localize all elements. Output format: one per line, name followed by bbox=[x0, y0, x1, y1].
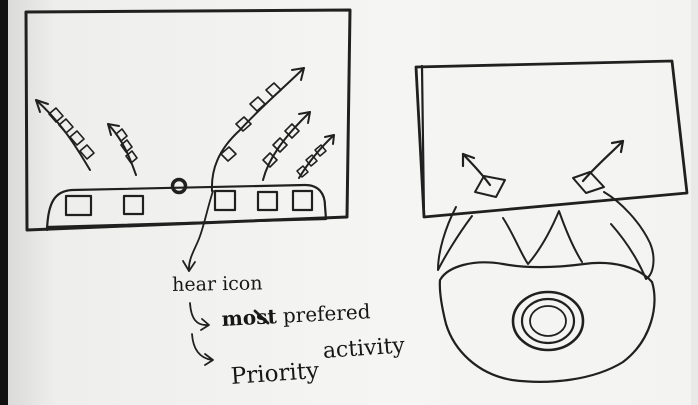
activity-slot-1 bbox=[66, 196, 91, 215]
hear-icon-pointer bbox=[189, 191, 213, 271]
activity-arrow-5 bbox=[297, 135, 334, 178]
left-gesture-arrow bbox=[463, 154, 490, 185]
note-preferred-word: prefered bbox=[276, 299, 371, 328]
note-hear-icon: hear icon bbox=[172, 272, 263, 296]
activity-arrow-3 bbox=[212, 68, 304, 191]
activity-slot-3 bbox=[215, 191, 235, 210]
activity-arrow-1 bbox=[36, 100, 94, 170]
activity-arrow-2 bbox=[108, 124, 137, 175]
activity-slot-2 bbox=[124, 196, 143, 214]
right-gesture-arrow bbox=[583, 141, 623, 181]
activity-slot-5 bbox=[293, 191, 312, 210]
torso-collar bbox=[503, 211, 582, 264]
head-top bbox=[513, 292, 583, 350]
activity-slot-4 bbox=[258, 192, 277, 210]
tabletop-screen bbox=[416, 61, 687, 217]
head-center bbox=[530, 306, 566, 336]
right-arm bbox=[604, 192, 653, 279]
note-most-word: most bbox=[221, 304, 277, 331]
shoulders bbox=[440, 262, 655, 381]
user-table-sketch bbox=[416, 61, 687, 382]
activity-bar bbox=[47, 185, 326, 230]
hear-icon bbox=[173, 180, 186, 193]
activity-arrow-4 bbox=[263, 112, 310, 180]
left-hand bbox=[475, 176, 505, 197]
